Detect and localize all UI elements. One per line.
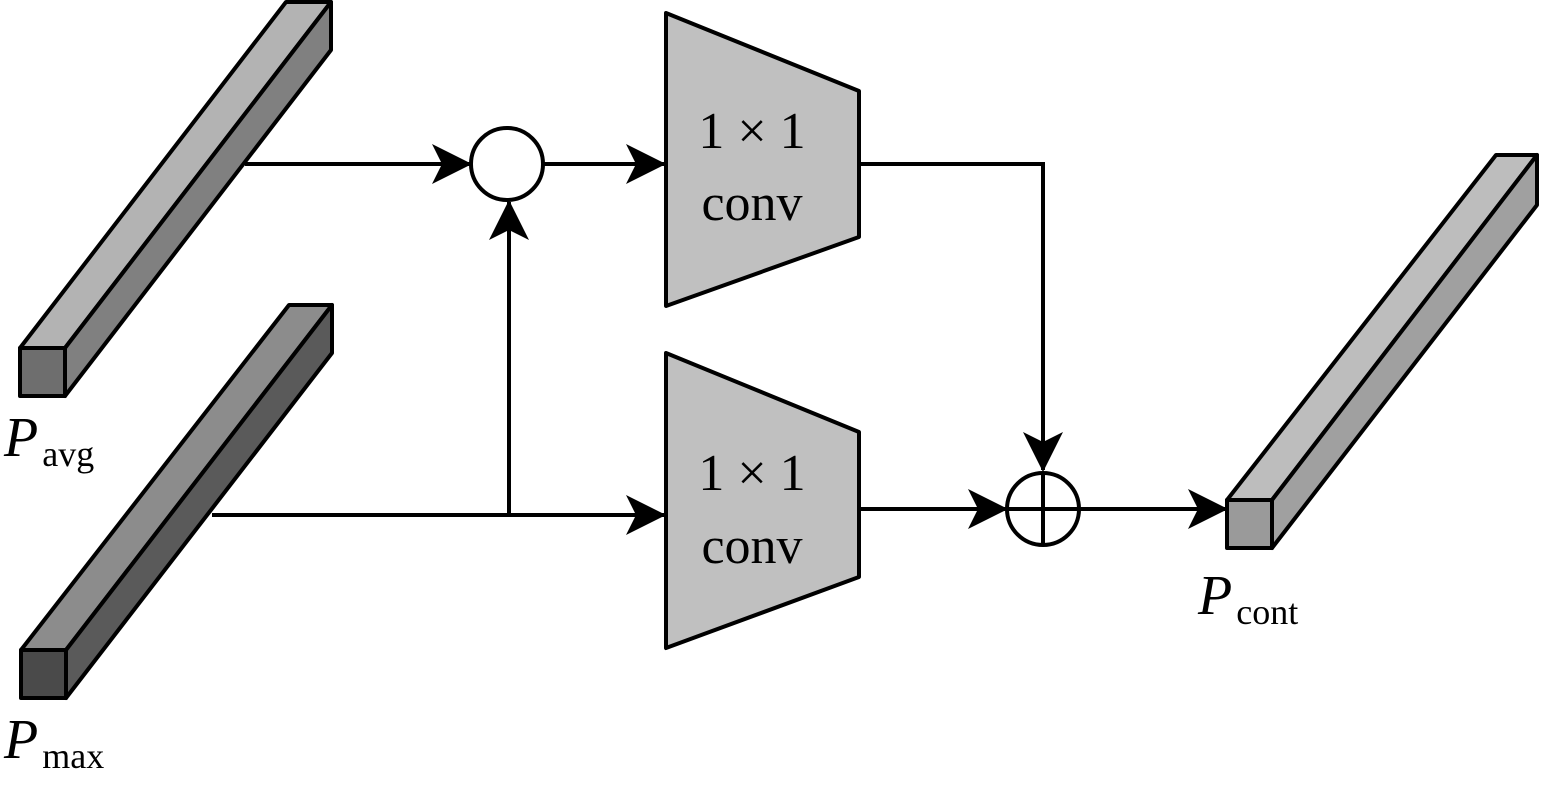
edge-conv-top-to-add	[859, 162, 1063, 472]
max-vector-front-face	[19, 648, 68, 700]
conv-block-bottom-line2: conv	[701, 518, 802, 575]
conv-block-bottom: 1 × 1 conv	[664, 351, 861, 650]
max-vector-side-face	[64, 303, 334, 700]
avg-feature-vector	[18, 0, 333, 398]
conv-block-top-line2: conv	[701, 175, 802, 232]
concat-circle-icon	[469, 126, 545, 202]
conv-block-top: 1 × 1 conv	[664, 11, 861, 308]
avg-vector-top-face	[18, 0, 333, 350]
max-feature-vector	[19, 303, 334, 700]
conv-block-bottom-shape	[664, 351, 861, 650]
cont-vector-side-face	[1270, 153, 1539, 550]
cont-vector-top-face	[1225, 153, 1539, 502]
cont-vector-front-face	[1225, 498, 1274, 550]
conv-block-top-line1: 1 × 1	[698, 103, 805, 160]
conv-block-bottom-line1: 1 × 1	[698, 445, 805, 502]
cont-feature-vector	[1225, 153, 1539, 550]
conv-block-top-shape	[664, 11, 861, 308]
add-circle-plus-icon	[1005, 471, 1081, 547]
avg-vector-front-face	[18, 346, 67, 398]
